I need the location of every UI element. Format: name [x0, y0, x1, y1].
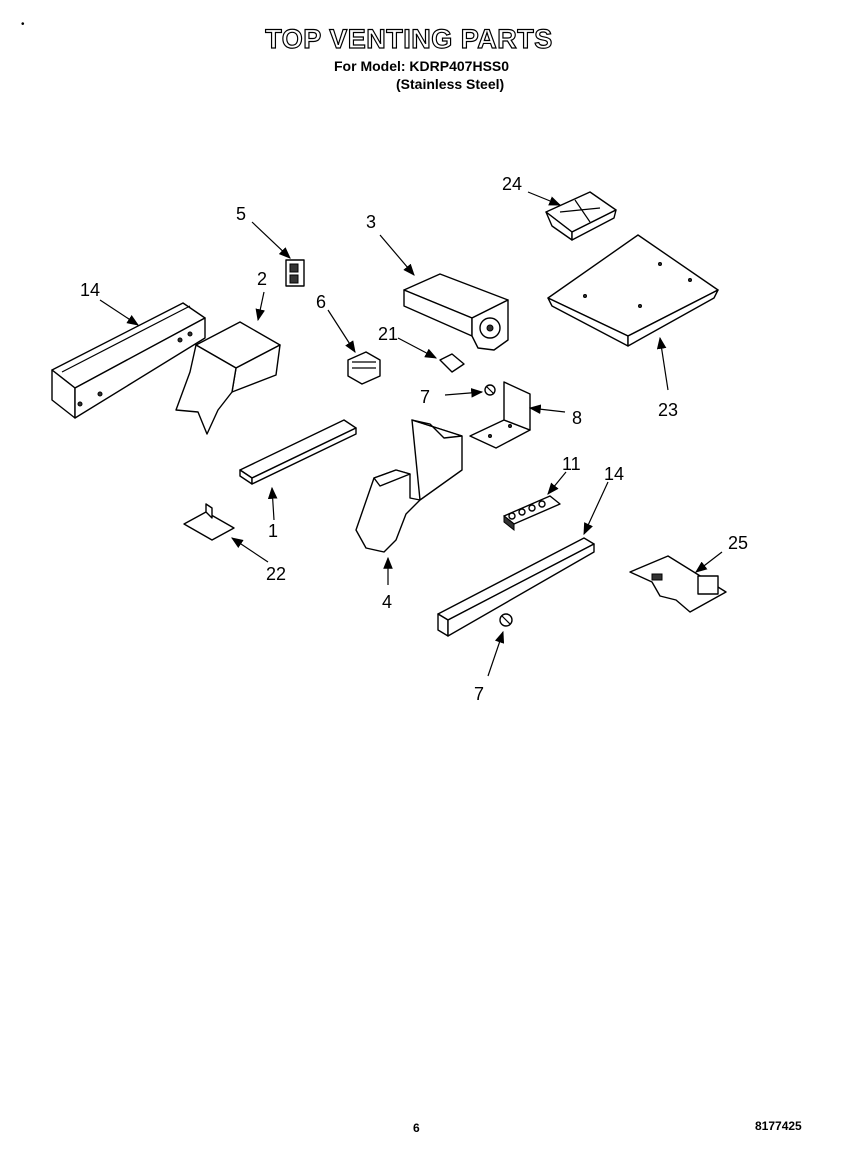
callout-2: 2	[257, 269, 267, 289]
part-2-duct	[175, 321, 281, 435]
callout-21: 21	[378, 324, 398, 344]
part-25-plate	[629, 555, 727, 613]
callout-7-lower: 7	[474, 684, 484, 704]
part-7-screw-lower	[499, 613, 513, 627]
callout-11: 11	[562, 454, 581, 474]
margin-mark: •	[21, 19, 25, 30]
part-22-clip	[183, 503, 235, 541]
callout-1: 1	[268, 521, 278, 541]
arrow-25	[695, 551, 723, 573]
part-14-left-rail	[51, 302, 206, 419]
callout-14-left: 14	[80, 280, 100, 300]
arrow-3	[379, 234, 415, 276]
part-14-right-rail	[437, 537, 595, 637]
callout-7-upper: 7	[420, 387, 430, 407]
callout-23: 23	[658, 400, 678, 420]
part-6-relay	[347, 351, 381, 385]
finish-line: (Stainless Steel)	[396, 76, 505, 92]
callout-8: 8	[572, 408, 582, 428]
arrow-2	[255, 291, 265, 322]
arrow-21	[397, 337, 438, 359]
arrow-24	[527, 191, 562, 206]
callout-22: 22	[266, 564, 286, 584]
model-line: For Model: KDRP407HSS0	[334, 58, 510, 74]
arrow-11	[547, 471, 567, 495]
document-code: 8177425	[755, 1119, 802, 1133]
callout-24: 24	[502, 174, 522, 194]
callout-3: 3	[366, 212, 376, 232]
page-title: TOP VENTING PARTS	[265, 23, 553, 54]
arrow-1	[267, 486, 278, 521]
part-21-fuse	[439, 353, 465, 373]
part-8-bracket	[469, 381, 531, 449]
arrow-7-lower	[487, 630, 505, 677]
part-3-blower	[403, 273, 509, 351]
part-1-filter	[239, 419, 357, 485]
arrow-7-upper	[444, 388, 484, 398]
callout-6: 6	[316, 292, 326, 312]
callout-14-right: 14	[604, 464, 624, 484]
arrow-5	[251, 221, 291, 259]
part-5-switch	[285, 259, 305, 287]
page-number: 6	[413, 1121, 420, 1135]
arrow-22	[231, 537, 269, 563]
callout-25: 25	[728, 533, 748, 553]
callout-5: 5	[236, 204, 246, 224]
arrow-14-right	[583, 481, 609, 536]
part-24-housing	[545, 191, 617, 241]
callout-4: 4	[382, 592, 392, 612]
part-23-panel	[547, 234, 719, 347]
arrow-23	[656, 336, 669, 391]
part-7-screw-upper	[484, 384, 496, 396]
arrow-14-left	[99, 299, 140, 326]
arrow-8	[528, 404, 566, 414]
part-11-terminal-block	[503, 495, 561, 532]
arrow-6	[327, 309, 356, 354]
part-4-vent-cover	[355, 419, 463, 553]
